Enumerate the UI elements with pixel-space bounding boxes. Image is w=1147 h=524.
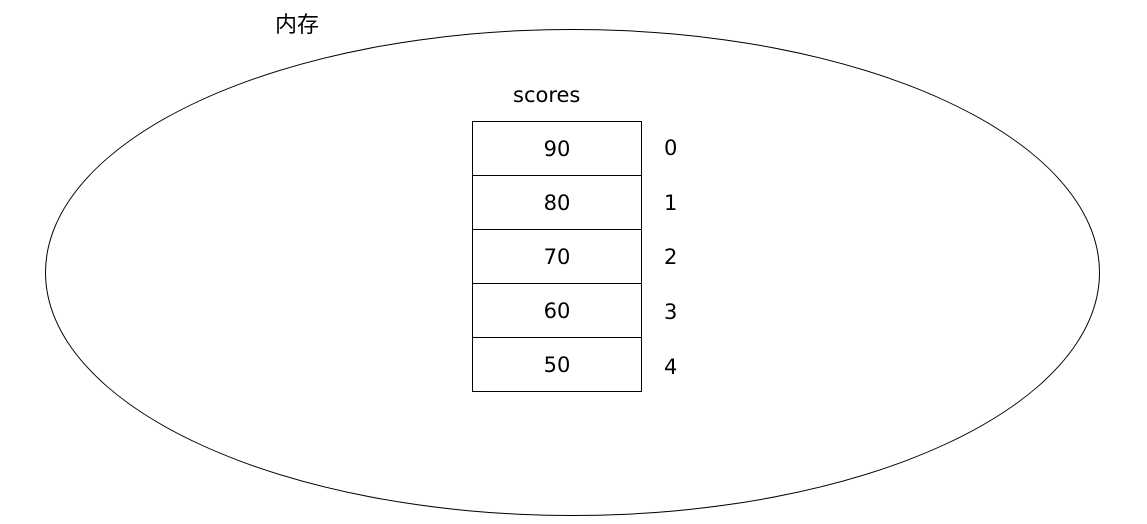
array-index-label: 4 [664,354,678,379]
array-cells-table: 90 80 70 60 50 [472,121,642,392]
array-index-label: 1 [664,190,678,215]
memory-label: 内存 [275,13,320,38]
array-index-label: 3 [664,300,678,325]
array-cell-value: 60 [472,283,642,338]
table-row: 90 [472,121,642,176]
array-index-column: 0 1 2 3 4 [642,121,712,394]
table-row: 50 [472,337,642,392]
array-cell-value: 80 [472,175,642,230]
table-row: 60 [472,283,642,338]
memory-boundary-ellipse [45,29,1100,516]
array-index-label: 2 [664,245,678,270]
array-cell-value: 90 [472,121,642,176]
array-index-label: 0 [664,136,678,161]
array-cell-value: 50 [472,337,642,392]
table-row: 70 [472,229,642,284]
array-name-label: scores [513,83,581,107]
table-row: 80 [472,175,642,230]
array-cell-value: 70 [472,229,642,284]
